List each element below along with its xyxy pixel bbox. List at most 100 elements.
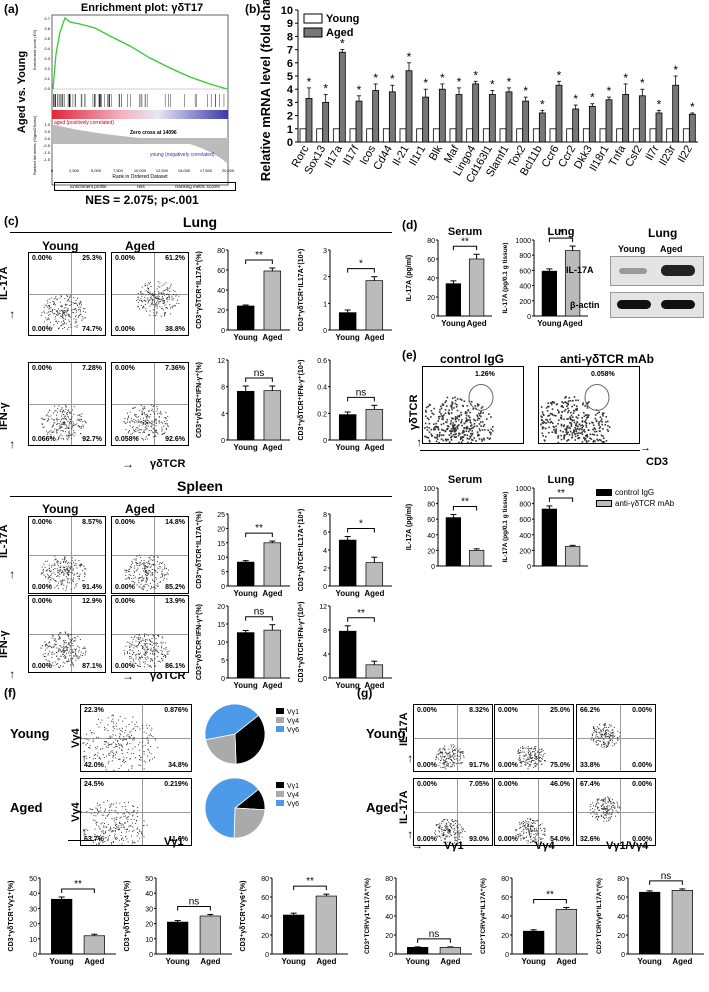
flow-dot [605, 440, 608, 442]
flow-dot [66, 585, 68, 587]
flow-dot [457, 755, 459, 757]
flow-dot [445, 421, 447, 423]
flow-dot [128, 574, 130, 576]
flow-dot [446, 764, 448, 766]
flow-dot [60, 565, 62, 567]
flow-dot [73, 655, 75, 657]
quadrant-hline [81, 812, 191, 813]
flow-dot [61, 314, 63, 316]
flow-dot [617, 730, 619, 732]
flow-dot [73, 562, 75, 564]
flow-dot [490, 416, 492, 418]
flow-dot [53, 653, 55, 655]
flow-dot [444, 401, 447, 404]
flow-dot [519, 759, 521, 761]
flow-dot [553, 426, 555, 429]
bar-mark [199, 915, 221, 955]
flow-dot [146, 574, 148, 576]
flow-dot [56, 655, 58, 657]
flow-dot [46, 312, 48, 314]
flow-dot [470, 434, 473, 437]
flow-dot [570, 414, 573, 417]
flow-dot [533, 766, 535, 768]
bar-category-label: Young [234, 589, 258, 598]
flow-dot [435, 759, 437, 761]
flow-dot [142, 431, 144, 433]
flow-dot [537, 758, 539, 760]
flow-dot [72, 409, 74, 411]
flow-dot [597, 744, 599, 746]
flow-dot [57, 587, 59, 589]
flow-dot [161, 658, 163, 660]
flow-dot [451, 756, 453, 758]
flow-dot [609, 736, 611, 738]
flow-dot [141, 301, 143, 303]
flow-dot [481, 438, 483, 441]
bar-category-label: Aged [672, 957, 692, 966]
bar-ytick-label: 3 [323, 248, 327, 255]
quadrant-value: 0.00% [498, 762, 518, 769]
flow-dot [121, 838, 123, 840]
flow-dot [169, 297, 171, 299]
flow-dot [165, 656, 167, 658]
flow-dot [148, 570, 150, 572]
flow-dot [103, 833, 105, 835]
flow-dot [444, 759, 446, 761]
flow-dot [67, 635, 69, 637]
flow-dot [618, 812, 620, 814]
flow-dot [67, 415, 69, 417]
gsea-xtick: 15,000 [178, 168, 191, 173]
flow-dot [51, 577, 53, 579]
flow-dot [48, 641, 50, 643]
b-bar-young [332, 128, 340, 143]
flow-dot [150, 746, 152, 748]
flow-dot [64, 646, 66, 648]
flow-dot [127, 818, 129, 820]
flow-dot [130, 574, 132, 576]
flow-dot [131, 815, 133, 817]
flow-dot [163, 302, 165, 304]
flow-dot [427, 436, 430, 439]
flow-dot [602, 730, 604, 732]
flow-dot [447, 762, 449, 764]
flow-dot [58, 418, 60, 420]
flow-dot [604, 724, 606, 726]
flow-dot [574, 439, 577, 441]
flow-dot [615, 742, 617, 744]
quadrant-value: 8.32% [469, 707, 489, 714]
flow-dot [68, 637, 70, 639]
flow-dot [614, 744, 616, 746]
quadrant-value: 74.7% [82, 326, 102, 333]
flow-dot [96, 748, 98, 750]
flow-dot [68, 326, 70, 328]
flow-dot [583, 437, 586, 439]
actin-band-young [617, 300, 651, 309]
flow-dot [75, 302, 77, 304]
flow-dot [563, 438, 565, 440]
flow-dot [146, 824, 148, 826]
flow-dot [152, 300, 154, 302]
flow-dot [63, 651, 65, 653]
flow-dot [534, 822, 536, 824]
flow-dot [166, 420, 168, 422]
flow-dot [598, 809, 600, 811]
flow-dot [133, 421, 135, 423]
flow-dot [64, 310, 66, 312]
flow-dot [458, 830, 460, 832]
flow-dot [78, 419, 80, 421]
flow-dot [81, 655, 83, 657]
flow-dot [145, 633, 147, 635]
flow-dot [612, 735, 614, 737]
flow-dot [150, 285, 152, 287]
flow-dot [165, 646, 167, 648]
flow-dot [611, 731, 613, 733]
flow-dot [454, 418, 457, 421]
flow-dot [45, 570, 47, 572]
flow-dot [129, 425, 131, 427]
flow-dot [530, 822, 532, 824]
flow-dot [73, 651, 75, 653]
flow-dot [527, 749, 529, 751]
